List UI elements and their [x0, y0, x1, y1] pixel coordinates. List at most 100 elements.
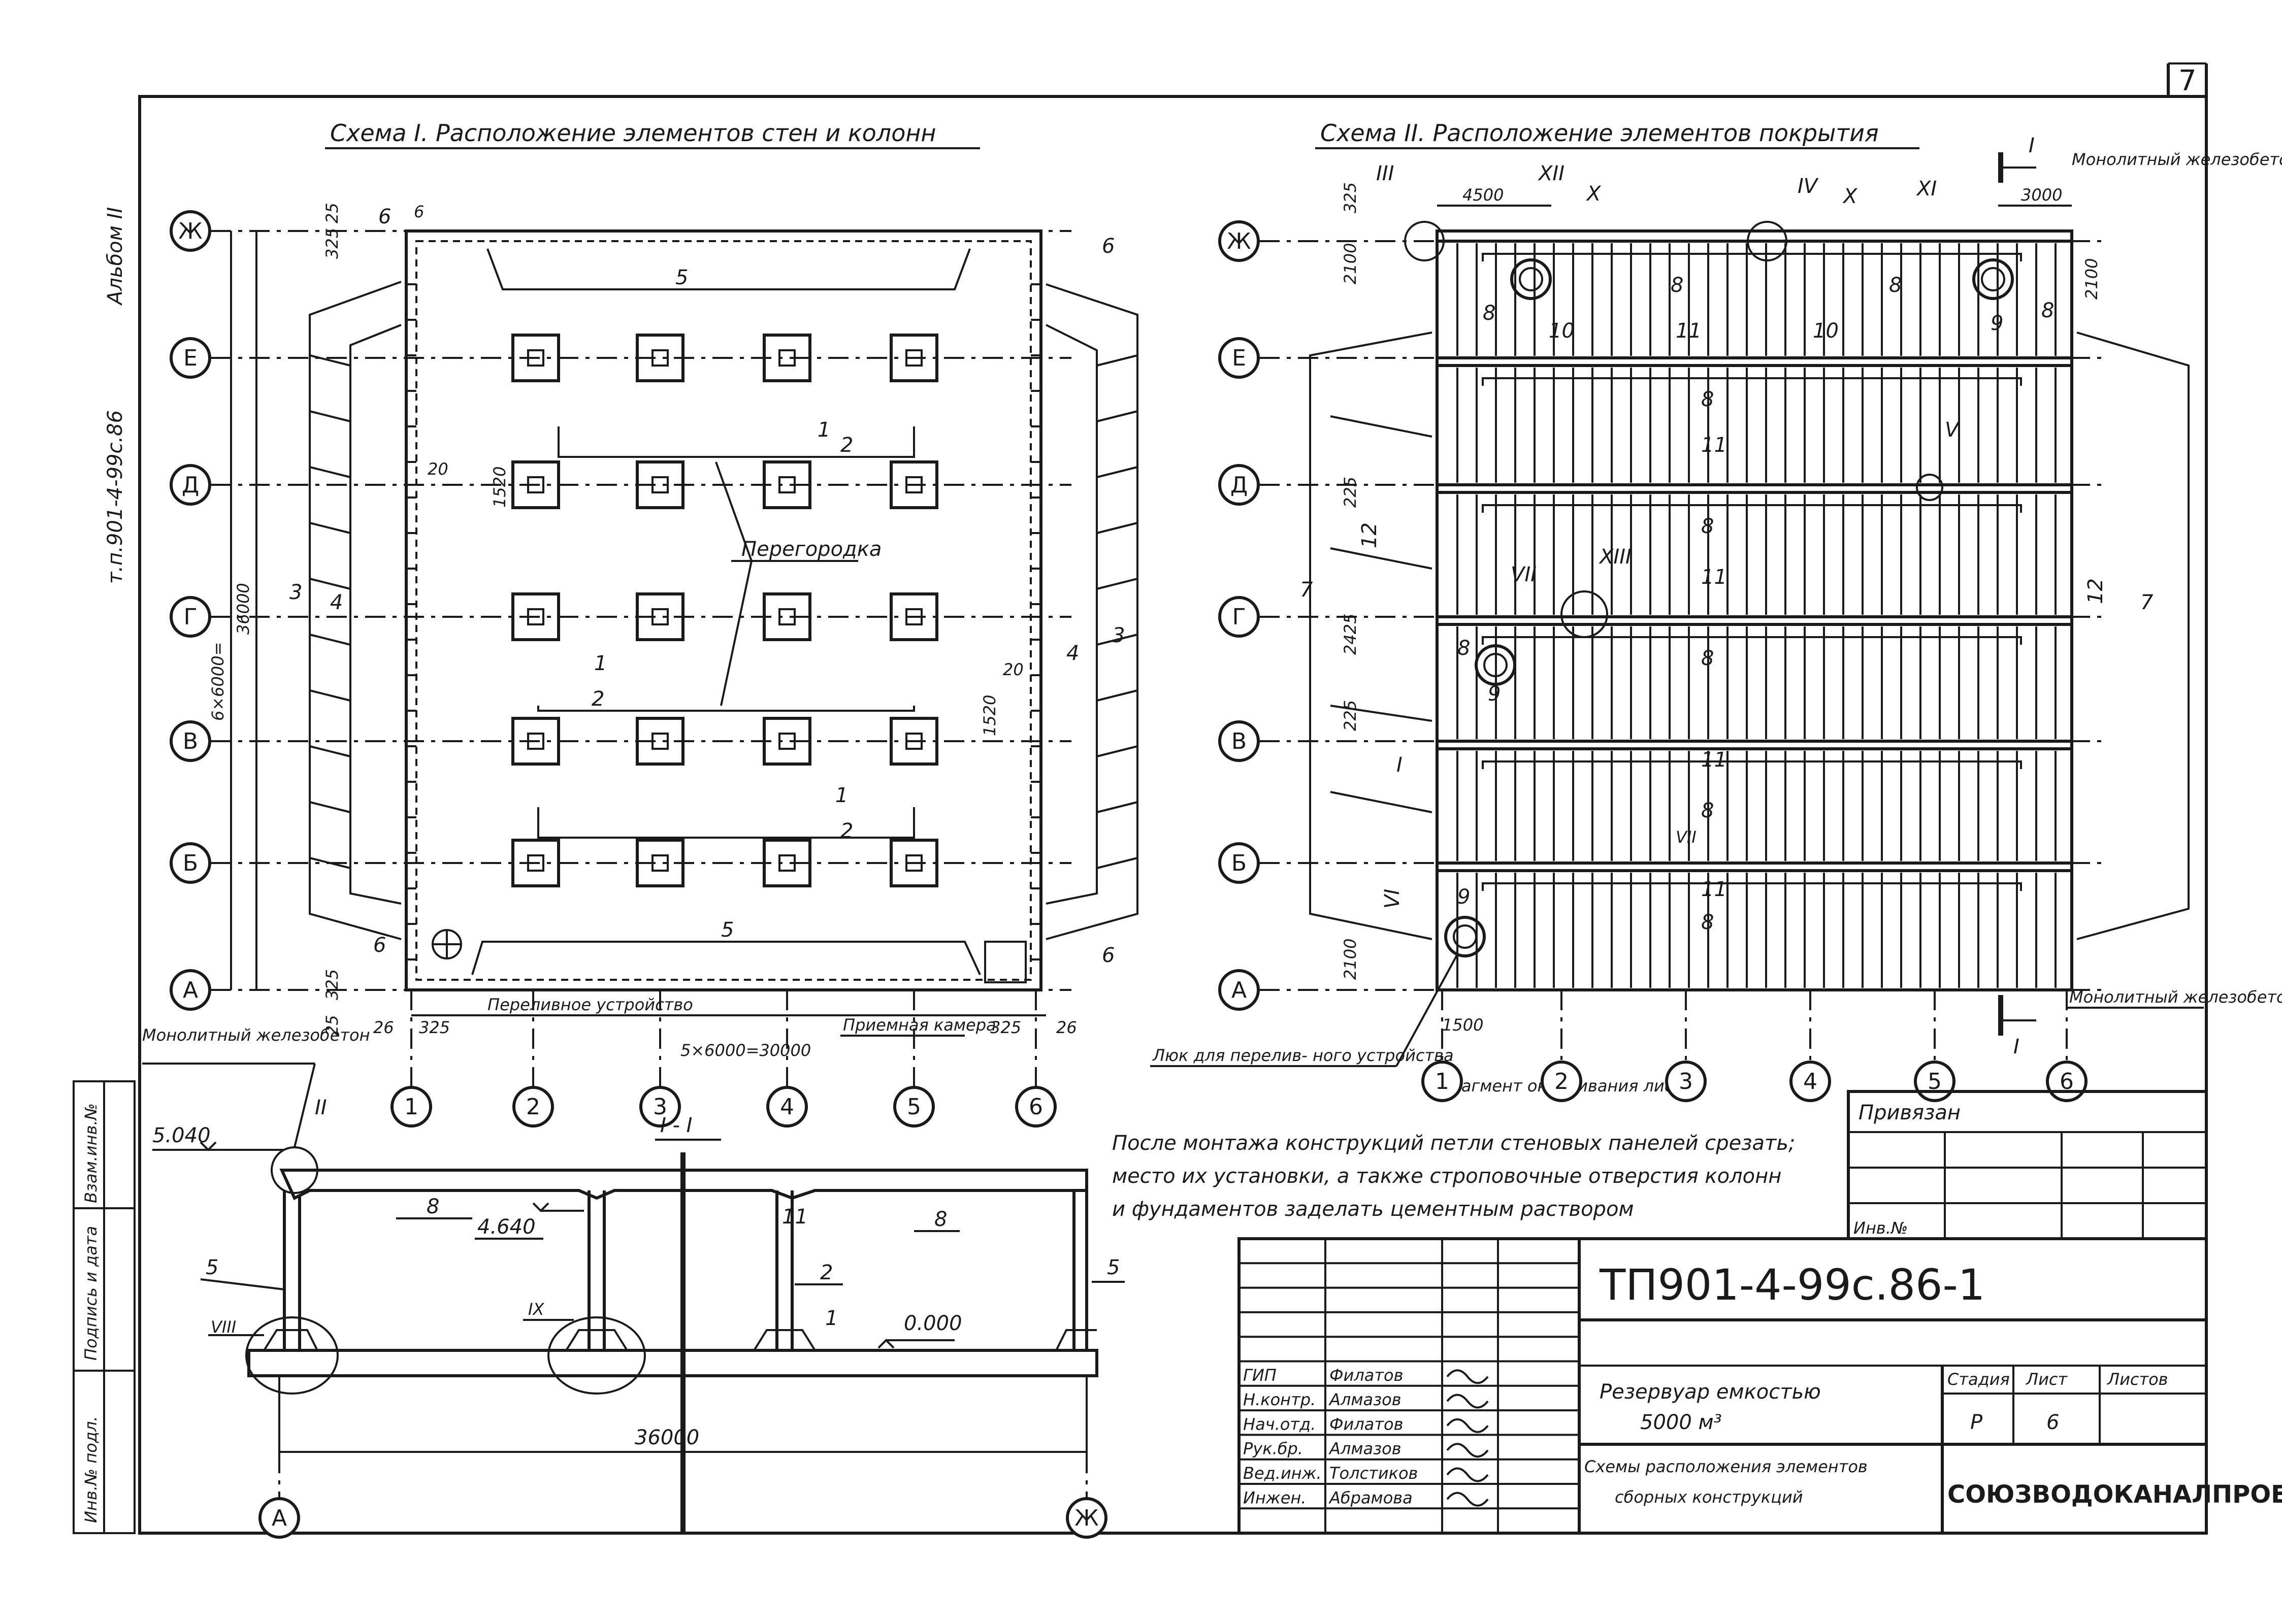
s1-col-label: 6: [1029, 1094, 1043, 1120]
s2-section-mark-bottom: I: [2013, 1035, 2019, 1058]
s2-n9-3: 9: [1457, 885, 1470, 909]
s2-n8-6: 8: [1701, 515, 1714, 538]
sec-n5-right: 5: [1107, 1256, 1120, 1279]
hatch-circle-bottom: [1444, 916, 1486, 957]
s1-col-bubble: [1015, 1086, 1057, 1128]
s2-col-bubble: [1665, 1060, 1707, 1102]
note-line-1: После монтажа конструкций петли стеновых…: [1112, 1132, 1795, 1155]
s2-col-label: 1: [1435, 1069, 1449, 1095]
s2-n8-2: 8: [1671, 274, 1683, 297]
s1-col-label: 4: [780, 1094, 794, 1120]
s1-partition-label: Перегородка: [741, 538, 882, 561]
s1-dim-325-bl: 325: [419, 1018, 450, 1037]
s2-dim-225-a: 225: [1341, 477, 1360, 508]
sheet-value: 6: [2046, 1411, 2059, 1434]
sec-monolithic: Монолитный железобетон: [142, 1025, 370, 1045]
signature-role: Нач.отд.: [1243, 1414, 1316, 1434]
s2-row-label: В: [1231, 728, 1247, 754]
signature-role: ГИП: [1243, 1366, 1277, 1385]
s1-row-label: Г: [184, 604, 198, 630]
s1-num-3-left: 3: [289, 581, 302, 604]
s2-n8-9: 8: [1701, 799, 1714, 822]
s1-num-2-a: 2: [840, 434, 853, 457]
s1-num-3-right: 3: [1112, 624, 1125, 647]
s2-n10-2: 10: [1813, 319, 1839, 343]
s1-col-bubble: [893, 1086, 935, 1128]
s2-dim-2425: 2425: [1341, 614, 1360, 655]
signature-name: Филатов: [1329, 1414, 1403, 1434]
sec-axis-left: А: [272, 1505, 287, 1531]
s2-monolithic-bottom: Монолитный железобетон: [2069, 987, 2282, 1007]
s2-n7-right: 7: [2140, 591, 2154, 614]
elev-zero: 0.000: [904, 1312, 962, 1335]
s1-dim-20-a: 20: [428, 459, 448, 479]
s2-n12-right: 12: [2084, 578, 2107, 604]
s2-n8-10: 8: [1701, 911, 1714, 934]
s2-col-label: 2: [1554, 1069, 1569, 1095]
s1-row-label: В: [183, 728, 198, 754]
s1-dim-25-bl: 25: [322, 1015, 342, 1036]
s1-col-label: 3: [653, 1094, 667, 1120]
section-width: 36000: [635, 1426, 699, 1449]
s2-node-7-b: VII: [1676, 827, 1697, 847]
s1-mark-6: 6: [414, 202, 424, 221]
s2-node-11: XI: [1916, 177, 1937, 201]
s2-dim-325: 325: [1341, 182, 1360, 213]
signature-role: Инжен.: [1243, 1488, 1306, 1507]
scheme-1-walls: [405, 229, 1042, 991]
s1-dim-total-h: 5×6000=30000: [680, 1041, 811, 1060]
s1-num-6-tr: 6: [1102, 235, 1115, 258]
s1-num-5-bottom: 5: [721, 918, 734, 942]
s2-row-bubble: [1218, 464, 1260, 506]
s2-monolithic-top: Монолитный железобетон: [2072, 150, 2282, 169]
s2-dim-2100-bl: 2100: [1341, 939, 1360, 980]
s2-node-6: VI: [1381, 889, 1404, 909]
s2-n11-4: 11: [1701, 748, 1727, 772]
sheet-title-2: сборных конструкций: [1615, 1487, 1803, 1507]
s2-n11-3: 11: [1701, 566, 1727, 589]
hatch-circle-top-left: [1510, 258, 1552, 300]
s2-n8-1: 8: [1483, 302, 1495, 325]
scheme-2-title: Схема II. Расположение элементов покрыти…: [1320, 119, 1879, 147]
signature-name: Алмазов: [1328, 1439, 1401, 1459]
s1-row-bubble: [170, 210, 211, 252]
s2-node-3: III: [1376, 162, 1394, 185]
scheme-1-columns: [511, 334, 938, 887]
scheme-2-roof-slabs: [1436, 240, 2073, 991]
sec-axis-right: Ж: [1074, 1505, 1098, 1531]
doc-code: ТП901-4-99с.86-1: [1599, 1260, 1985, 1310]
s1-col-bubble: [766, 1086, 808, 1128]
scheme-1-grid: [309, 283, 1138, 960]
s1-num-5-top: 5: [675, 266, 688, 289]
s1-num-4-left: 4: [330, 591, 343, 614]
s1-dim-1520-b: 1520: [980, 695, 999, 736]
s2-row-bubble: [1218, 596, 1260, 638]
s2-row-bubble: [1218, 842, 1260, 884]
elev-top: 5.040: [152, 1124, 211, 1147]
s1-row-bubble: [170, 720, 211, 762]
sheets-label: Листов: [2107, 1370, 2168, 1389]
sec-n8-left: 8: [427, 1195, 439, 1218]
sec-n5-left: 5: [206, 1256, 218, 1279]
s2-row-label: Е: [1232, 345, 1246, 371]
s1-dim-325-bl-v: 325: [322, 969, 342, 1000]
s1-dim-325-tl: 325: [322, 228, 342, 259]
s2-dim-3000: 3000: [2021, 185, 2062, 205]
s1-num-2-c: 2: [840, 819, 853, 843]
scheme-1-title: Схема I. Расположение элементов стен и к…: [330, 119, 936, 147]
s2-n10-1: 10: [1549, 319, 1575, 343]
s1-row-bubble: [170, 337, 211, 379]
signature-name: Толстиков: [1329, 1464, 1418, 1483]
s1-num-1-c: 1: [835, 784, 848, 807]
s1-num-1-b: 1: [594, 652, 607, 675]
margin-sign-date: Подпись и дата: [81, 1226, 101, 1361]
sheet-title-1: Схемы расположения элементов: [1584, 1457, 1868, 1476]
s1-row-bubble: [170, 969, 211, 1011]
s2-dim-2100-tl: 2100: [1341, 243, 1360, 284]
s1-dim-26-r: 26: [1056, 1018, 1077, 1037]
s1-dim-steps-v: 6×6000=: [208, 642, 227, 721]
s2-n11-1: 11: [1676, 319, 1702, 343]
